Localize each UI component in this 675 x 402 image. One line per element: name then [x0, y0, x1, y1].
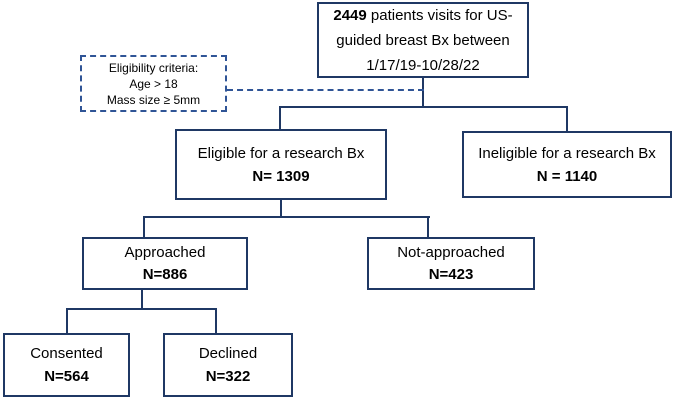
eligibility-criterion-mass-size: Mass size ≥ 5mm	[106, 92, 201, 107]
connector-approached-to-branch3	[141, 290, 143, 310]
not-approached-box: Not-approached N=423	[367, 237, 535, 290]
not-approached-count: N=423	[428, 265, 474, 283]
connector-branch2-to-not-approached	[427, 216, 429, 237]
connector-branch3-to-consented	[66, 308, 68, 333]
eligibility-criteria-note: Eligibility criteria: Age > 18 Mass size…	[80, 55, 227, 112]
consented-box: Consented N=564	[3, 333, 130, 397]
connector-branch1-to-ineligible	[566, 106, 568, 133]
connector-branch1-horizontal	[279, 106, 568, 108]
connector-branch2-to-approached	[143, 216, 145, 237]
eligible-count: N= 1309	[252, 167, 310, 185]
declined-box: Declined N=322	[163, 333, 293, 397]
connector-eligible-to-branch2	[280, 200, 282, 218]
ineligible-label: Ineligible for a research Bx	[478, 144, 656, 162]
connector-branch2-horizontal	[143, 216, 430, 218]
connector-branch3-to-declined	[215, 308, 217, 333]
declined-count: N=322	[205, 368, 251, 385]
connector-branch3-horizontal	[66, 308, 217, 310]
total-visits-count: 2449	[333, 6, 367, 24]
declined-label: Declined	[198, 345, 258, 362]
approached-count: N=886	[142, 265, 188, 283]
total-visits-box: 2449 patients visits for US-guided breas…	[317, 2, 529, 78]
approached-label: Approached	[124, 243, 206, 261]
ineligible-count: N = 1140	[536, 167, 598, 185]
total-visits-description: patients visits for US-guided breast Bx …	[336, 6, 513, 74]
not-approached-label: Not-approached	[397, 243, 505, 261]
eligible-box: Eligible for a research Bx N= 1309	[175, 129, 387, 200]
eligibility-criterion-age: Age > 18	[129, 76, 178, 91]
eligible-label: Eligible for a research Bx	[197, 144, 365, 162]
eligibility-criteria-title: Eligibility criteria:	[108, 60, 199, 75]
ineligible-box: Ineligible for a research Bx N = 1140	[462, 131, 672, 198]
approached-box: Approached N=886	[82, 237, 248, 290]
total-visits-text: 2449 patients visits for US-guided breas…	[331, 3, 515, 78]
connector-total-to-branch1	[422, 78, 424, 108]
connector-eligibility-note-dashed	[227, 89, 424, 91]
connector-branch1-to-eligible	[279, 106, 281, 131]
consented-count: N=564	[44, 368, 89, 385]
consented-label: Consented	[30, 345, 103, 362]
